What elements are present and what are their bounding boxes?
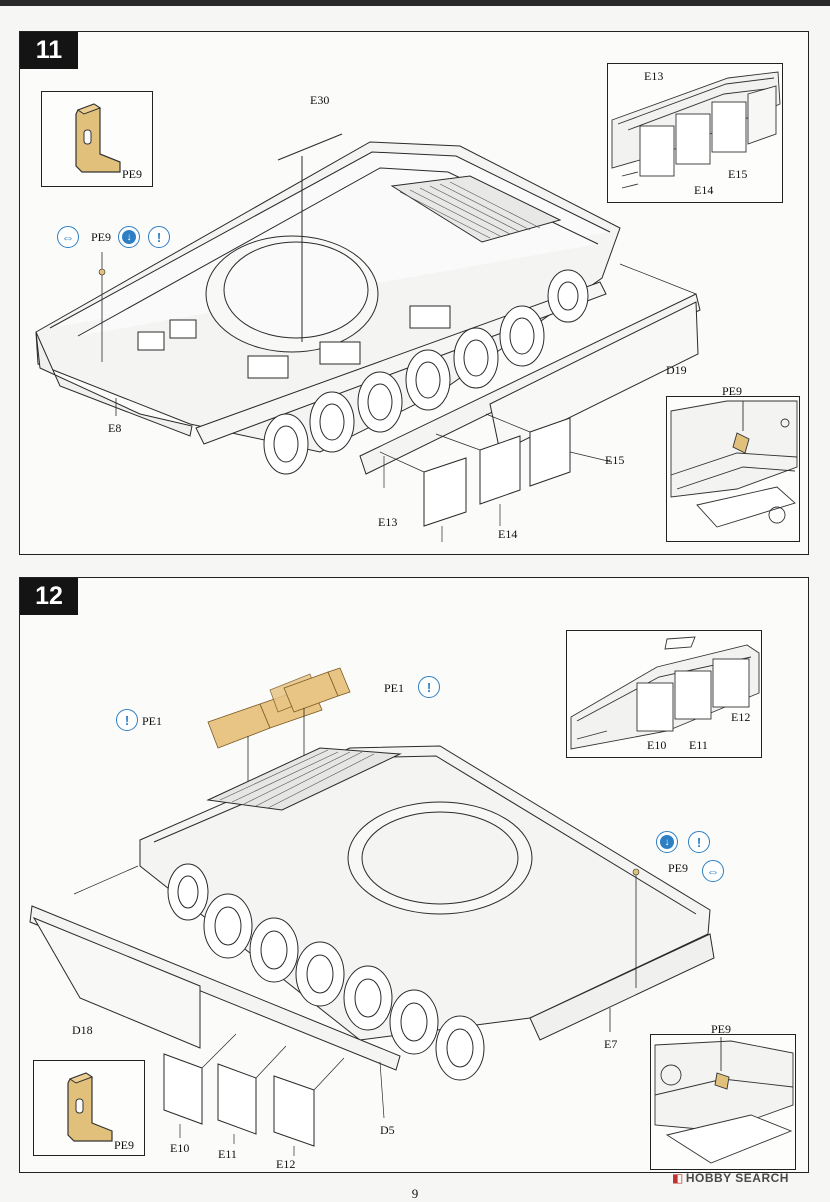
step-12-inset-side-panels: E10 E11 E12 (566, 630, 762, 758)
pe1-right-label: PE1 (384, 681, 405, 695)
pe9-symbol-label: PE9 (91, 230, 112, 244)
e30-label: E30 (310, 93, 330, 107)
glue-icon: ! (148, 226, 170, 248)
e10-label: E10 (170, 1141, 190, 1155)
glue-glyph: ! (426, 679, 432, 695)
step-number-badge: 11 (20, 32, 78, 69)
glue-icon: ! (688, 831, 710, 853)
page-number: 9 (411, 1186, 419, 1201)
step-12-hull-assembly-illustration (29, 667, 715, 1156)
step-12-inset-pe9-placement: PE9 (650, 1023, 796, 1170)
glue-glyph: ! (124, 712, 130, 728)
bend-both-ways-icon: ⇔ (702, 860, 724, 882)
inset-pe9-label: PE9 (722, 384, 743, 398)
e15-label: E15 (605, 453, 625, 467)
d18-label: D18 (72, 1023, 93, 1037)
pe9-placement-detail-illustration (670, 400, 798, 528)
e13-label: E13 (378, 515, 398, 529)
step-number: 12 (35, 582, 63, 610)
inset-e14-label: E14 (694, 183, 714, 197)
inset-e10-label: E10 (647, 738, 667, 752)
bend-down-icon: ↓ (118, 226, 140, 248)
glue-glyph: ! (156, 229, 162, 245)
inset-e13-label: E13 (644, 69, 664, 83)
pe9-symbol-label: PE9 (668, 861, 689, 875)
d19-label: D19 (666, 363, 687, 377)
e12-label: E12 (276, 1157, 296, 1171)
side-panel-detail-illustration (611, 71, 781, 189)
e11-label: E11 (218, 1147, 237, 1161)
step-number: 11 (35, 36, 63, 64)
bend-both-ways-icon: ⇔ (57, 226, 79, 248)
e7-label: E7 (604, 1037, 618, 1051)
step-11-hull-assembly-illustration (35, 133, 701, 542)
e14-label: E14 (498, 527, 518, 541)
pe1-left-label: PE1 (142, 714, 163, 728)
bend-down-icon: ↓ (656, 831, 678, 853)
bend-arrow-glyph: ⇔ (706, 863, 720, 879)
pe9-part-label: PE9 (122, 167, 143, 181)
top-edge-bar (0, 0, 830, 6)
bend-down-glyph: ↓ (660, 835, 674, 849)
step-11-inset-pe9-placement: PE9 (666, 385, 800, 542)
step-11-panel: 11 PE9 E13 E14 E15 (19, 31, 809, 555)
step-number-badge: 12 (20, 578, 78, 615)
side-panel-detail-illustration (570, 636, 760, 750)
glue-glyph: ! (696, 834, 702, 850)
pe9-placement-detail-illustration (654, 1037, 794, 1164)
inset-e15-label: E15 (728, 167, 748, 181)
watermark-logo-icon: ◧ (672, 1171, 684, 1185)
watermark-text: HOBBY SEARCH (685, 1171, 789, 1185)
glue-icon: ! (116, 709, 138, 731)
inset-e12-label: E12 (731, 710, 751, 724)
pe9-part-label: PE9 (114, 1138, 135, 1152)
pe9-part-inset: PE9 (41, 91, 153, 187)
hobby-search-watermark: ◧HOBBY SEARCH (672, 1171, 789, 1185)
inset-pe9-label: PE9 (711, 1022, 732, 1036)
step-11-inset-side-panels: E13 E14 E15 (607, 63, 783, 203)
inset-e11-label: E11 (689, 738, 708, 752)
glue-icon: ! (418, 676, 440, 698)
step-12-panel: 12 E10 E11 E12 (19, 577, 809, 1173)
d5-label: D5 (380, 1123, 395, 1137)
pe9-bracket-illustration (75, 103, 121, 173)
pe9-part-inset: PE9 (33, 1060, 145, 1156)
bend-arrow-glyph: ⇔ (61, 229, 75, 245)
bend-down-glyph: ↓ (122, 230, 136, 244)
e8-label: E8 (108, 421, 122, 435)
pe9-bracket-illustration (67, 1072, 113, 1142)
